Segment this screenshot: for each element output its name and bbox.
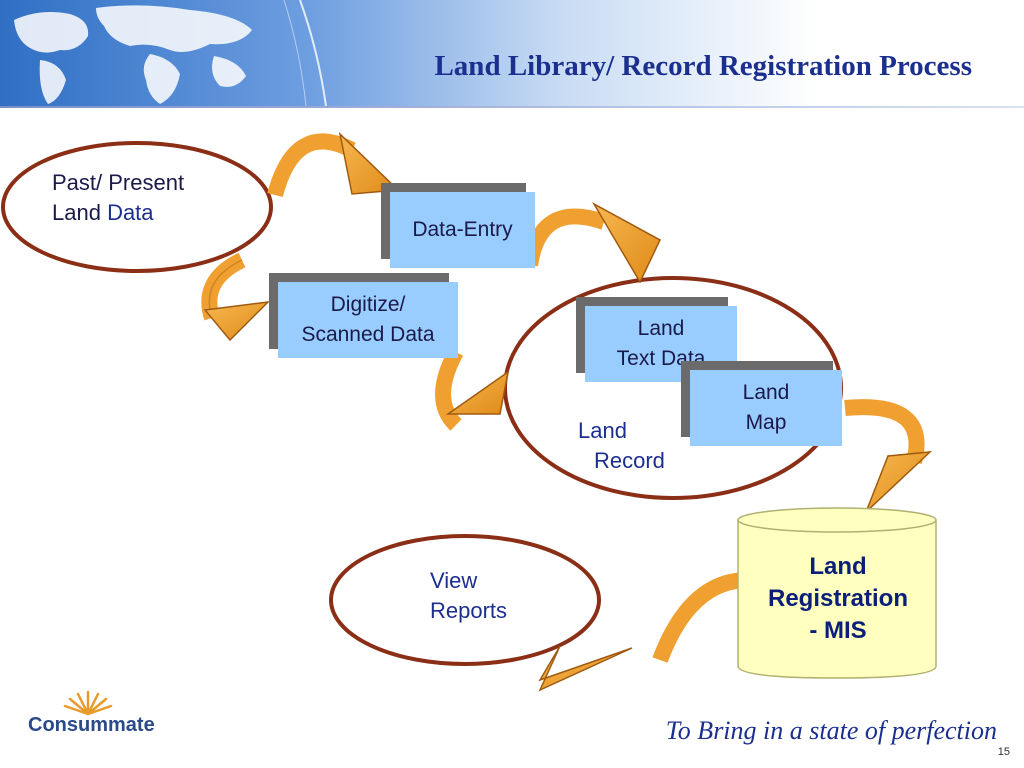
box-land-text-data: Land Text Data — [585, 306, 737, 382]
box-digitize: Digitize/ Scanned Data — [278, 282, 458, 358]
box-land-map: Land Map — [690, 370, 842, 446]
database-cylinder — [737, 507, 937, 679]
arrow-source-to-digitize — [201, 252, 271, 342]
source-line2-a: Land — [52, 200, 108, 225]
sunburst-icon — [63, 690, 113, 716]
tagline: To Bring in a state of perfection — [665, 716, 997, 745]
oval-label-view-reports: View Reports — [430, 566, 507, 626]
view-reports-line2: Reports — [430, 598, 508, 623]
page-number: 15 — [997, 746, 1010, 758]
text-data-line2: Text Data — [616, 347, 706, 370]
oval-view-reports — [329, 534, 601, 666]
oval-label-source: Past/ Present Land Data — [52, 168, 184, 228]
view-reports-line1: View — [430, 568, 478, 593]
database-label: Land Registration - MIS — [740, 551, 936, 647]
database-line3: - MIS — [809, 617, 867, 644]
source-line1: Past/ Present — [52, 170, 185, 195]
logo-text: Consummate — [28, 714, 155, 736]
land-map-line1: Land — [742, 381, 790, 404]
source-line2-b: Data — [107, 200, 154, 225]
arrow-dataentry-to-landrecord — [522, 202, 661, 284]
data-entry-label: Data-Entry — [412, 218, 513, 241]
slide-title: Land Library/ Record Registration Proces… — [434, 50, 972, 82]
header-banner: Land Library/ Record Registration Proces… — [0, 0, 1024, 106]
arrow-digitize-to-landrecord — [435, 348, 510, 431]
land-record-line2: Record — [594, 448, 665, 473]
land-record-line1: Land — [578, 418, 627, 443]
oval-label-land-record: Land Record — [578, 416, 665, 476]
box-data-entry: Data-Entry — [390, 192, 535, 268]
oval-source-data — [1, 141, 273, 273]
text-data-line1: Land — [637, 317, 685, 340]
header-divider — [0, 106, 1024, 108]
arrow-mis-to-reports — [538, 572, 749, 692]
world-map-icon — [14, 0, 327, 106]
digitize-line1: Digitize/ — [330, 293, 406, 316]
database-line1: Land — [809, 553, 867, 580]
source-line2: Land Data — [52, 198, 184, 228]
land-map-line2: Map — [745, 411, 787, 434]
database-line2: Registration — [767, 585, 908, 612]
arrow-landrecord-to-mis — [844, 399, 933, 513]
digitize-line2: Scanned Data — [301, 323, 435, 346]
arrow-source-to-dataentry — [267, 131, 400, 198]
